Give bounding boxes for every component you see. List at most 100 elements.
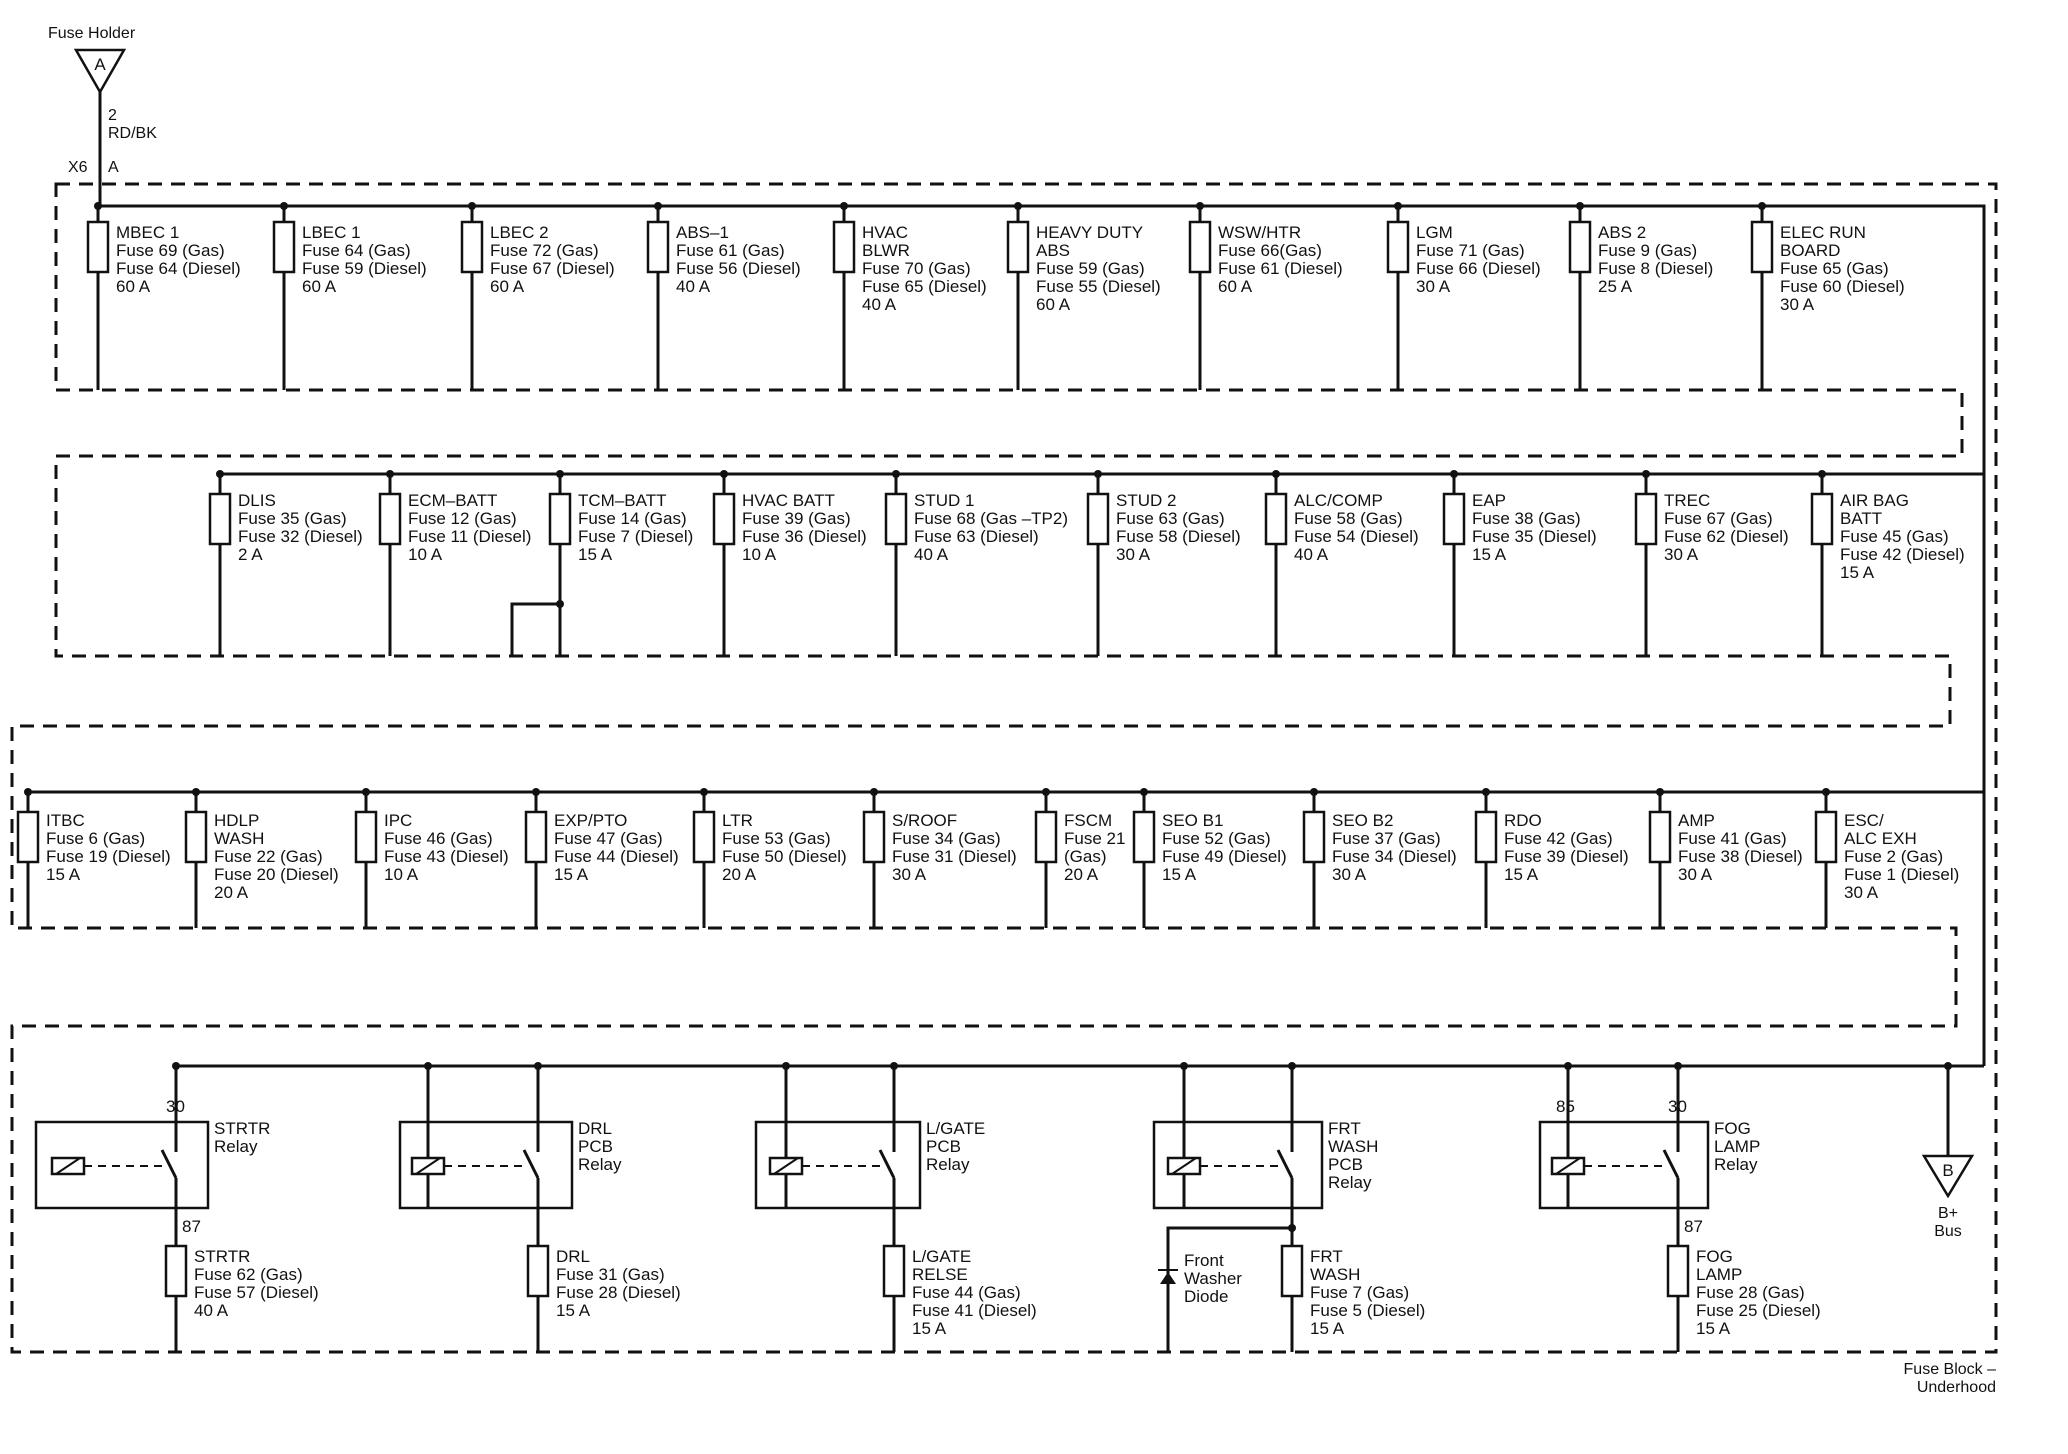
fuse-icon — [164, 1244, 188, 1298]
fuse-label-line: TCM–BATT — [578, 491, 666, 510]
fuse-label-line: TREC — [1664, 491, 1710, 510]
fuse-label-line: EAP — [1472, 491, 1506, 510]
fuse-label-line: DLIS — [238, 491, 276, 510]
fuse-label-line: 10 A — [742, 545, 777, 564]
fuse-label-line: ABS 2 — [1598, 223, 1646, 242]
fuse-label-line: Fuse 60 (Diesel) — [1780, 277, 1905, 296]
fuse-label-line: Fuse 66 (Diesel) — [1416, 259, 1541, 278]
fuse-icon — [1634, 492, 1658, 546]
fuse-label-line: 15 A — [1472, 545, 1507, 564]
relay-pin-30: 30 — [1668, 1097, 1687, 1116]
fuse-label-line: 15 A — [1840, 563, 1875, 582]
fuse-label-line: Fuse 7 (Diesel) — [578, 527, 693, 546]
fuse-label-line: 60 A — [490, 277, 525, 296]
fuse-label-line: Fuse 38 (Gas) — [1472, 509, 1581, 528]
relay-pin-85: 85 — [1556, 1097, 1575, 1116]
fuse-label-line: Fuse 59 (Diesel) — [302, 259, 427, 278]
fuse-label-line: Fuse 67 (Gas) — [1664, 509, 1773, 528]
fuse-label-line: STUD 1 — [914, 491, 974, 510]
bus-label-1: B+ — [1938, 1205, 1958, 1222]
fuse-label-line: Fuse 61 (Gas) — [676, 241, 785, 260]
relay-fuse-label-line: Fuse 57 (Diesel) — [194, 1283, 319, 1302]
fuse-label-line: Fuse 1 (Diesel) — [1844, 865, 1959, 884]
fuse-label-line: FSCM — [1064, 811, 1112, 830]
fuse-label-line: SEO B1 — [1162, 811, 1223, 830]
fuse-icon — [1648, 810, 1672, 864]
relay-fuse-label-line: Fuse 25 (Diesel) — [1696, 1301, 1821, 1320]
fuse-icon — [884, 492, 908, 546]
fuse-label-line: Fuse 47 (Gas) — [554, 829, 663, 848]
fuse-label-line: 30 A — [1664, 545, 1699, 564]
fuse-label-line: 60 A — [302, 277, 337, 296]
relay-fuse-label-line: Fuse 28 (Diesel) — [556, 1283, 681, 1302]
fuse-label-line: Fuse 58 (Gas) — [1294, 509, 1403, 528]
relay-fuse-label-line: LAMP — [1696, 1265, 1742, 1284]
fuse-label-line: Fuse 54 (Diesel) — [1294, 527, 1419, 546]
relay-fuse-label-line: Fuse 44 (Gas) — [912, 1283, 1021, 1302]
relay-fuse-label-line: FOG — [1696, 1247, 1733, 1266]
fuse-label-line: Fuse 59 (Gas) — [1036, 259, 1145, 278]
fuse-icon — [526, 1244, 550, 1298]
fuse-label-line: WSW/HTR — [1218, 223, 1301, 242]
bus-label-2: Bus — [1934, 1223, 1962, 1240]
connector-pin: A — [108, 159, 119, 176]
fuse-label-line: (Gas) — [1064, 847, 1107, 866]
fuse-label-line: 30 A — [1678, 865, 1713, 884]
fuse-label-line: Fuse 37 (Gas) — [1332, 829, 1441, 848]
fuse-label-line: 60 A — [1218, 277, 1253, 296]
fuse-icon — [1810, 492, 1834, 546]
fuse-label-line: Fuse 66(Gas) — [1218, 241, 1322, 260]
fuse-icon — [1132, 810, 1156, 864]
fuse-icon — [1264, 492, 1288, 546]
fuse-label-line: HDLP — [214, 811, 259, 830]
fuse-icon — [1750, 220, 1774, 274]
fuse-icon — [1442, 492, 1466, 546]
fuse-label-line: BOARD — [1780, 241, 1840, 260]
diode-icon — [1160, 1272, 1176, 1284]
relay-fuse-label-line: 15 A — [556, 1301, 591, 1320]
fuse-label-line: Fuse 19 (Diesel) — [46, 847, 171, 866]
relay-label-line: Relay — [926, 1155, 970, 1174]
fuse-icon — [524, 810, 548, 864]
fuse-label-line: 30 A — [1780, 295, 1815, 314]
fuse-label-line: AMP — [1678, 811, 1715, 830]
relay-fuse-label-line: DRL — [556, 1247, 590, 1266]
fuse-label-line: 15 A — [578, 545, 613, 564]
diode-label-line: Front — [1184, 1251, 1224, 1270]
fuse-label-line: Fuse 69 (Gas) — [116, 241, 225, 260]
fuse-label-line: ABS — [1036, 241, 1070, 260]
fuse-label-line: 15 A — [46, 865, 81, 884]
fuse-icon — [1386, 220, 1410, 274]
relay-fuse-label-line: 15 A — [912, 1319, 947, 1338]
fuse-label-line: Fuse 55 (Diesel) — [1036, 277, 1161, 296]
fuse-label-line: Fuse 42 (Gas) — [1504, 829, 1613, 848]
fuse-label-line: 40 A — [676, 277, 711, 296]
fuse-label-line: Fuse 71 (Gas) — [1416, 241, 1525, 260]
fuse-icon — [712, 492, 736, 546]
fuse-label-line: BLWR — [862, 241, 910, 260]
fuse-icon — [1280, 1244, 1304, 1298]
fuse-label-line: ABS–1 — [676, 223, 729, 242]
fuse-label-line: Fuse 42 (Diesel) — [1840, 545, 1965, 564]
main-bus — [100, 204, 1986, 1066]
